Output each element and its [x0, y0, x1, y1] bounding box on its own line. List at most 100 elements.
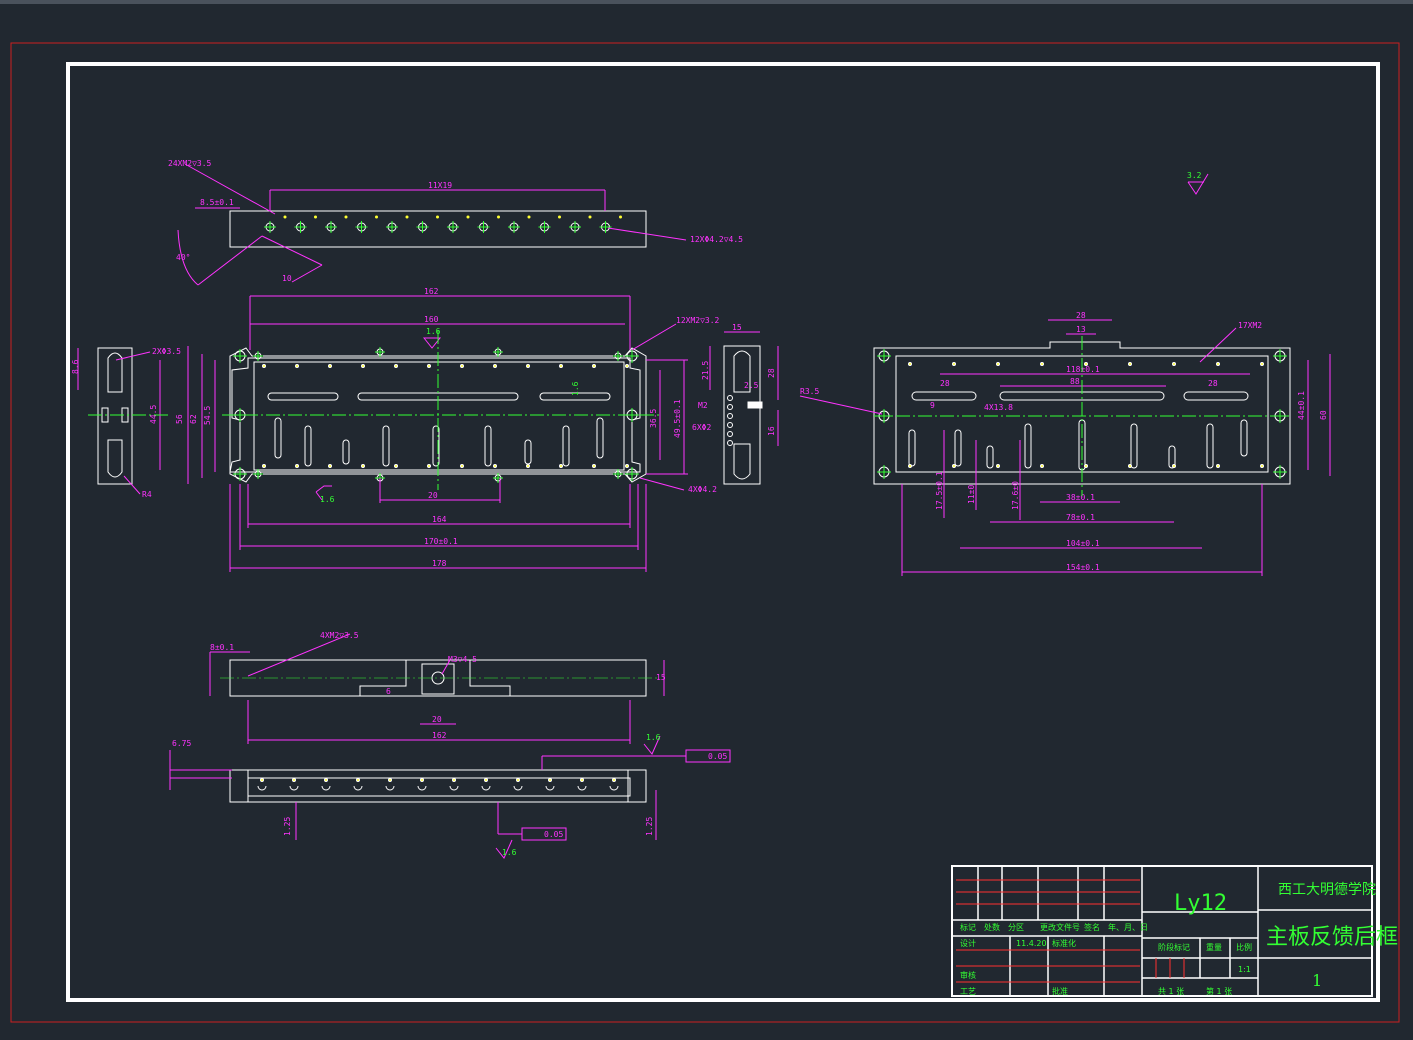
- thread-mark: [484, 778, 488, 782]
- sv-675: 6.75: [172, 739, 191, 748]
- thread-mark: [592, 364, 596, 368]
- small-hole: [558, 215, 561, 219]
- rv-9: 9: [930, 401, 935, 410]
- thread-mark: [996, 464, 1000, 468]
- slot: [1240, 419, 1248, 457]
- thread-mark: [908, 464, 912, 468]
- top-angle: 40°: [176, 253, 190, 262]
- front-rough-2: 1.6: [320, 495, 335, 504]
- thread-mark: [493, 464, 497, 468]
- end-hole: [727, 422, 733, 428]
- slot: [1168, 445, 1176, 469]
- left-h1-dim: 44.5: [149, 405, 158, 424]
- front-pitch-20: 20: [428, 491, 438, 500]
- thread-mark: [394, 364, 398, 368]
- thread-mark: [996, 362, 1000, 366]
- thread-mark: [625, 464, 629, 468]
- slot: [986, 445, 994, 469]
- section-hole: [513, 785, 523, 791]
- tb-date: 11.4.20: [1016, 939, 1047, 948]
- thread-mark: [388, 778, 392, 782]
- small-hole: [436, 215, 439, 219]
- front-view: [229, 347, 647, 483]
- slot: [432, 425, 440, 467]
- tb-zone: 分区: [1008, 923, 1024, 932]
- thread-mark: [460, 464, 464, 468]
- left-side-dims: 8.6 44.5 2XΦ3.5 R4: [71, 347, 181, 499]
- front-dim-178: 178: [432, 559, 447, 568]
- front-note: 1.6: [571, 381, 580, 396]
- small-hole: [375, 215, 378, 219]
- bv-162-dim: 162: [432, 731, 447, 740]
- bottom-view-dims: 4XM2▽3.5 8±0.1 15 162 20 6 M3▽4.5: [209, 631, 666, 744]
- thread-mark: [1084, 362, 1088, 366]
- thread-mark: [526, 364, 530, 368]
- section-hole: [385, 785, 395, 791]
- thread-mark: [952, 362, 956, 366]
- sv-125a: 1.25: [283, 817, 292, 836]
- material-text: Ly12: [1174, 891, 1227, 916]
- sv-rough2: 1.6: [502, 848, 517, 857]
- thread-mark: [559, 364, 563, 368]
- right-dim-49: 49.5±0.1: [673, 399, 682, 438]
- thread-mark: [427, 364, 431, 368]
- thread-mark: [1172, 362, 1176, 366]
- tb-stage: 阶段标记: [1158, 942, 1190, 952]
- outer-border: [10, 42, 1400, 1023]
- small-hole: [527, 215, 531, 219]
- rv-11: 11±0: [967, 485, 976, 504]
- tb-mark: 标记: [960, 922, 976, 932]
- sv-rough: 1.6: [646, 733, 661, 742]
- slot: [484, 425, 492, 467]
- thread-mark: [420, 778, 424, 782]
- rv-roughness: 3.2: [1187, 171, 1202, 180]
- rv-17-5: 17.5±0.1: [935, 471, 944, 510]
- section-hole: [417, 785, 427, 791]
- slot: [524, 439, 532, 465]
- end-d: 6XΦ2: [692, 423, 711, 432]
- end-hole: [727, 404, 733, 410]
- slot: [954, 429, 962, 467]
- small-hole: [588, 215, 592, 219]
- top-chamfer: 10: [282, 274, 292, 283]
- thread-mark: [460, 364, 464, 368]
- thread-mark: [1172, 464, 1176, 468]
- tb-count: 处数: [984, 922, 1000, 932]
- section-hole: [545, 785, 555, 791]
- rv-154-dim: 154±0.1: [1066, 563, 1100, 572]
- slot: [342, 439, 350, 465]
- thread-mark: [548, 778, 552, 782]
- rv-radius: R3.5: [800, 387, 819, 396]
- tb-process: 工艺: [960, 987, 976, 996]
- tb-total: 共 1 张: [1158, 987, 1184, 996]
- left-radius: R4: [142, 490, 152, 499]
- title-block: Ly12 西工大明德学院 主板反馈后框 1 标记 处数 分区 更改文件号 签名 …: [951, 865, 1398, 997]
- tb-scale-label: 比例: [1236, 942, 1252, 952]
- sheet-number: 1: [1312, 971, 1322, 990]
- rv-top-dim: 28: [1076, 311, 1086, 320]
- slot: [908, 429, 916, 467]
- slot: [1024, 423, 1032, 469]
- bv-15-dim: 15: [656, 673, 666, 682]
- rv-28a: 28: [940, 379, 950, 388]
- slot: [596, 417, 604, 459]
- end-hole: [727, 395, 733, 401]
- tb-ymd: 年、月、日: [1108, 922, 1148, 932]
- rv-holes-callout: 17XM2: [1238, 321, 1262, 330]
- end-view-dims: 21.5 15 28 16 2.5 M2 6XΦ2: [692, 323, 779, 446]
- rv-4x: 4X13.8: [984, 403, 1013, 412]
- tb-std: 标准化: [1052, 938, 1076, 948]
- small-hole: [497, 215, 500, 219]
- thread-mark: [262, 464, 266, 468]
- bv-m-callout: M3▽4.5: [448, 655, 477, 664]
- section-view: [229, 769, 647, 803]
- app-top-bar: [0, 0, 1413, 4]
- sv-125b: 1.25: [645, 817, 654, 836]
- front-slot-row: [274, 417, 604, 467]
- thread-mark: [1216, 464, 1220, 468]
- slot: [304, 425, 312, 467]
- part-name: 主板反馈后框: [1266, 925, 1398, 950]
- tb-weight: 重量: [1206, 942, 1222, 952]
- end-hole: [727, 431, 733, 437]
